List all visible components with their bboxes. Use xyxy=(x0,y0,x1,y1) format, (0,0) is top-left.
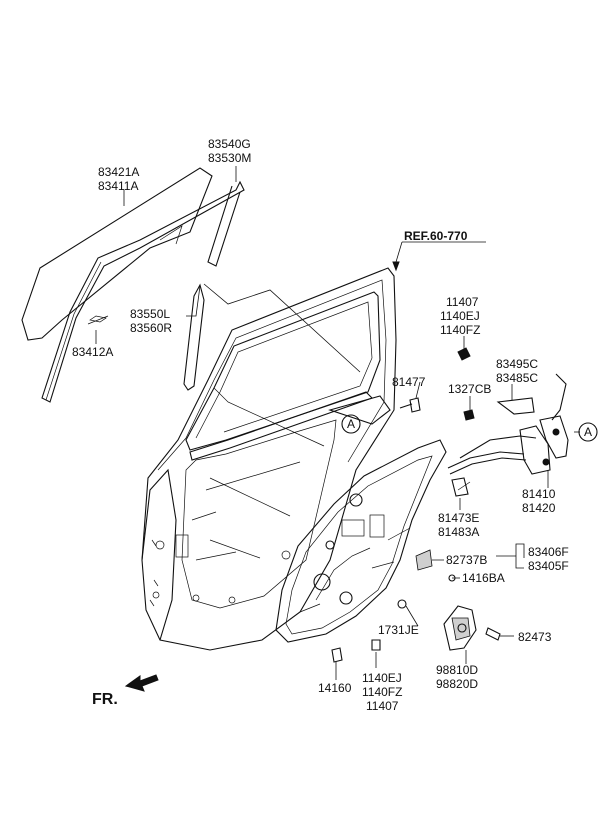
part-label-98810d: 98810D xyxy=(436,663,478,677)
part-label-1140fz-bottom: 1140FZ xyxy=(362,685,402,699)
door-glass xyxy=(21,167,213,341)
part-label-81477: 81477 xyxy=(392,375,426,389)
part-label-81420: 81420 xyxy=(522,501,556,515)
leader-lines xyxy=(95,166,580,680)
part-label-83405f: 83405F xyxy=(528,559,569,573)
part-label-83485c: 83485C xyxy=(496,371,538,385)
part-label-1140ej-bottom: 1140EJ xyxy=(362,671,402,685)
part-label-81483a: 81483A xyxy=(438,525,479,539)
part-label-81473e: 81473E xyxy=(438,511,479,525)
callout-a-latch: A xyxy=(584,425,592,439)
part-label-83406f: 83406F xyxy=(528,545,569,559)
part-label-83530m: 83530M xyxy=(208,151,251,165)
part-label-14160: 14160 xyxy=(318,681,352,695)
part-label-83550l: 83550L xyxy=(130,307,170,321)
window-motor xyxy=(443,605,501,651)
part-label-98820d: 98820D xyxy=(436,677,478,691)
small-hardware xyxy=(331,347,475,663)
part-label-83411a: 83411A xyxy=(98,179,138,193)
front-label: FR. xyxy=(92,691,118,708)
part-label-1140ej-top: 1140EJ xyxy=(440,309,480,323)
door-frame: A xyxy=(141,267,397,651)
callout-a-frame: A xyxy=(347,417,355,431)
part-label-83495c: 83495C xyxy=(496,357,538,371)
part-label-82737b: 82737B xyxy=(446,553,487,567)
door-module-panel xyxy=(275,439,447,643)
part-label-81410: 81410 xyxy=(522,487,556,501)
part-labels: 83421A 83411A 83540G 83530M REF.60-770 8… xyxy=(72,137,569,713)
part-label-1140fz-top: 1140FZ xyxy=(440,323,480,337)
part-label-1327cb: 1327CB xyxy=(448,382,491,396)
part-label-83412a: 83412A xyxy=(72,345,113,359)
front-direction-indicator: FR. xyxy=(92,674,159,708)
front-arrow-icon xyxy=(124,674,159,692)
part-label-83560r: 83560R xyxy=(130,321,172,335)
part-label-83540g: 83540G xyxy=(208,137,251,151)
part-label-82473: 82473 xyxy=(518,630,552,644)
part-label-83421a: 83421A xyxy=(98,165,139,179)
reference-label: REF.60-770 xyxy=(404,229,468,243)
part-label-1416ba: 1416BA xyxy=(462,571,505,585)
part-label-11407-top: 11407 xyxy=(446,295,479,309)
part-label-1731je: 1731JE xyxy=(378,623,419,637)
part-label-11407-bottom: 11407 xyxy=(366,699,399,713)
door-latch-assembly xyxy=(447,373,569,497)
glass-run-channel xyxy=(41,180,245,403)
